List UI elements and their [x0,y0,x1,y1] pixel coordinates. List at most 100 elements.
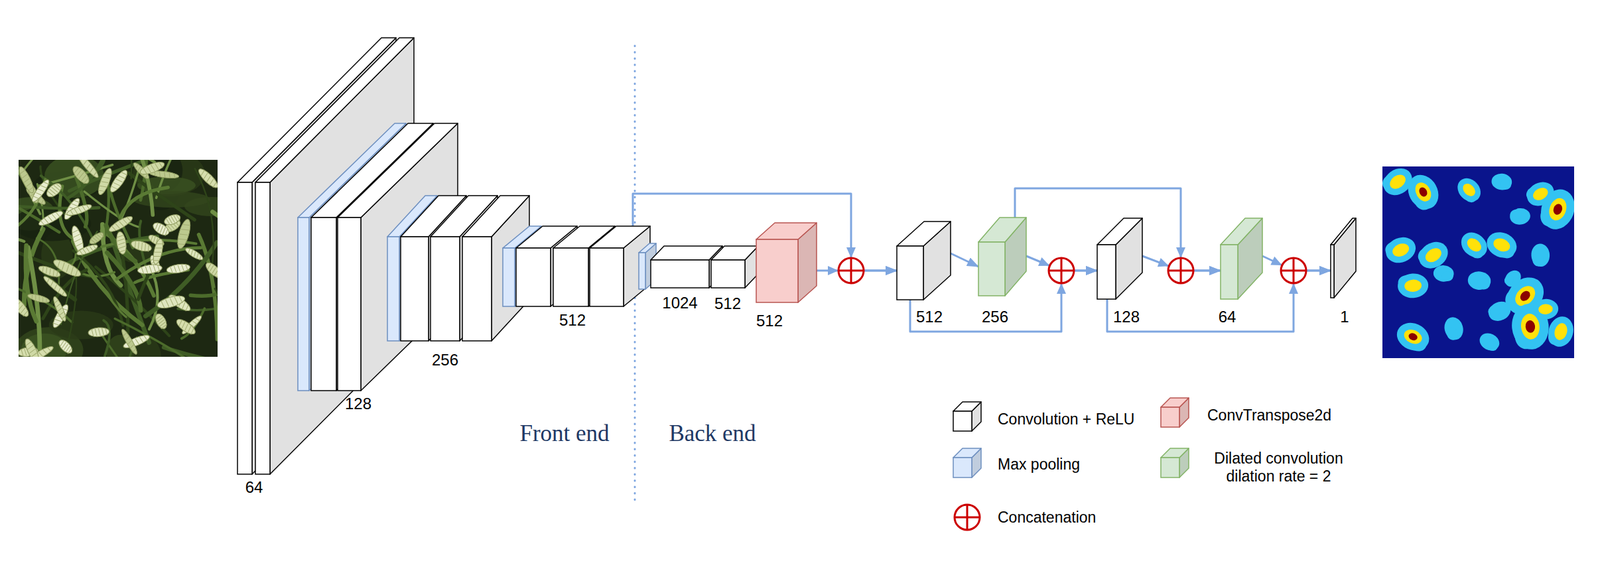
wheat-grain [155,246,162,250]
density-low [1397,272,1430,300]
density-low [1382,232,1420,268]
wheat-grain [141,266,144,274]
wheat-grain [89,167,95,173]
wheat-ear [130,238,153,254]
wheat-grain [49,188,56,196]
block-top-face [638,243,657,253]
wheat-grain [45,297,48,304]
wheat-grain [193,252,198,258]
wheat-grain [74,238,82,243]
concat-cross [838,258,864,284]
wheat-grain [51,269,56,276]
block-top-face [1330,218,1356,245]
wheat-grain [181,228,190,232]
wheat-grain [55,211,60,218]
density-blob [1402,169,1445,215]
wheat-ear [153,312,170,332]
wheat-grain [152,236,157,243]
wheat-grain [205,175,211,182]
wheat-grain [94,329,97,337]
wheat-grain [213,269,218,276]
wheat-grain [163,228,170,237]
wheat-grain [134,163,140,169]
wheat-ear-body [65,202,93,217]
wheat-ear-body [165,262,191,275]
conv-relu-block: 128 [1097,218,1143,300]
wheat-ear [56,337,75,356]
wheat-grain [34,295,38,301]
block-front-face [297,217,310,391]
wheat-grain [32,356,40,358]
wheat-grain [43,348,48,355]
arrowhead [846,247,856,259]
wheat-ear [41,274,69,299]
density-mid [1404,279,1423,293]
wheat-grain [82,177,90,184]
wheat-grain [74,269,79,277]
wheat-grain [41,297,45,303]
wheat-grain [101,180,109,185]
grass-blade [120,187,168,218]
wheat-ear-body [61,196,82,222]
wheat-ear [27,292,51,305]
wheat-grain [187,248,192,255]
wheat-grain [183,323,190,331]
wheat-grain [163,171,166,178]
density-low [1532,298,1560,321]
wheat-grain [56,260,62,268]
legend-entry: Concatenation [997,508,1096,527]
wheat-grain [27,345,34,350]
legend-entry: Dilated convolution dilation rate = 2 [1207,449,1350,486]
wheat-ear-body [18,295,32,320]
wheat-grain [86,204,90,210]
wheat-grain [170,266,173,273]
legend-swatch [953,401,982,432]
wheat-grain [55,303,62,308]
wheat-grain [143,243,147,251]
wheat-grain [173,173,176,179]
arrowhead [1288,283,1299,294]
wheat-grain [124,336,130,340]
wheat-grain [169,297,174,306]
wheat-grain [182,223,191,227]
wheat-grain [30,352,38,357]
density-low [1452,173,1486,207]
wheat-grain [59,311,65,316]
wheat-grain [143,334,148,341]
density-mid [1412,179,1435,205]
wheat-grain [116,177,123,184]
wheat-ear [87,230,105,246]
grass-blade [116,248,201,280]
block-top-face [1220,218,1263,245]
wheat-grain [19,169,26,174]
density-mid [1387,171,1409,192]
wheat-grain [40,184,46,190]
wheat-grain [122,332,128,336]
concat-symbol [1048,258,1074,284]
density-low [1531,243,1551,268]
wheat-grain [55,182,62,190]
wheat-grain [143,173,149,179]
density-low [1402,169,1445,215]
channel-count: 128 [1113,309,1140,326]
wheat-grain [139,242,144,251]
wheat-grain [113,181,121,188]
wheat-grain [181,302,187,310]
legend-entry: ConvTranspose2d [1207,406,1332,425]
wheat-grain [118,246,126,249]
channel-count: 1024 [662,295,698,312]
wheat-ear-body [87,230,105,246]
channel-count: 512 [559,312,586,329]
wheat-grain [118,242,126,246]
wheat-grain [195,317,200,322]
layer-block [1220,218,1263,300]
block-top-face [1160,398,1189,408]
density-high [1525,319,1536,334]
wheat-ear [61,196,82,222]
wheat-grain [29,348,36,353]
wheat-ear-body [174,317,198,337]
grass-blade [18,237,24,244]
block-top-face [711,246,759,261]
wheat-ear [107,214,135,235]
channel-count: 512 [714,295,741,312]
